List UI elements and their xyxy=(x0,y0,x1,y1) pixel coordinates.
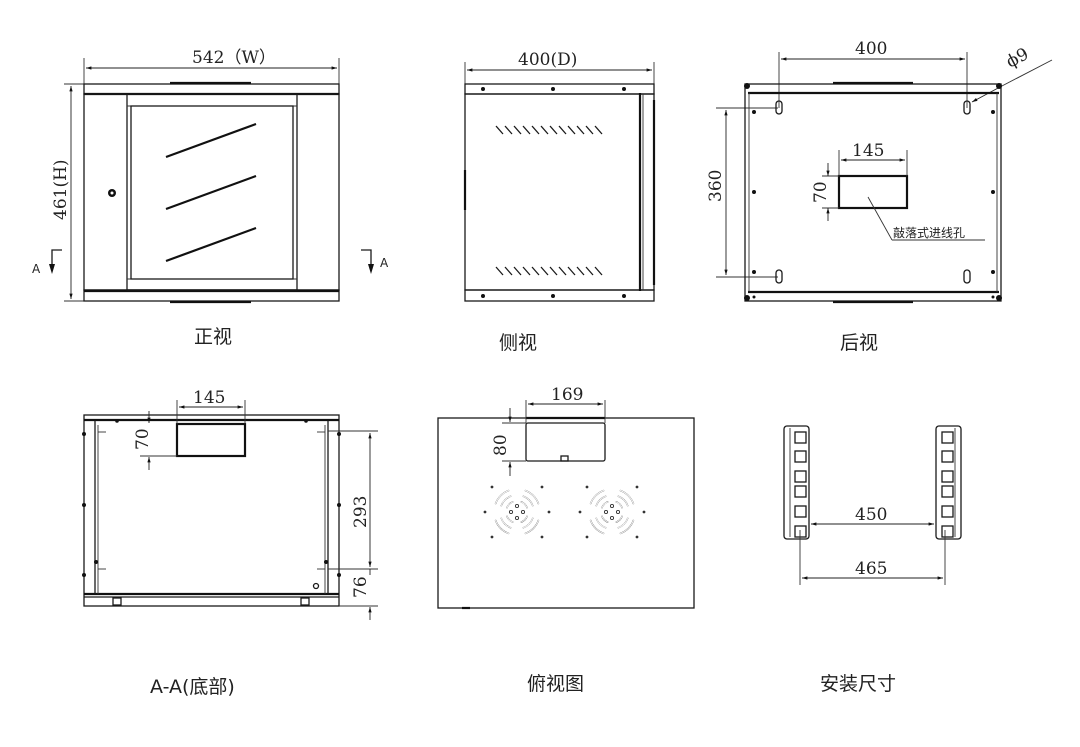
vent-slot xyxy=(531,266,540,276)
glass-panel xyxy=(130,105,294,280)
side-bottom-rail xyxy=(464,289,655,302)
rail-square-hole xyxy=(794,485,807,498)
section-label-left: A xyxy=(32,262,41,276)
bottom-view: 145 70 293 76 xyxy=(82,388,378,620)
vent-slot xyxy=(513,266,522,276)
rail-square-hole xyxy=(941,431,954,444)
rear-knockout-width-label: 145 xyxy=(852,141,884,161)
rail-square-hole xyxy=(941,485,954,498)
rear-view: 400 ϕ9 360 xyxy=(706,39,1053,304)
rear-view-caption: 后视 xyxy=(840,332,878,354)
bottom-depth-label-2: 76 xyxy=(351,576,371,598)
vent-slot xyxy=(567,125,576,135)
vent-slot xyxy=(576,125,585,135)
rear-hole-spacing-label: 400 xyxy=(855,39,887,59)
rail-square-hole xyxy=(794,431,807,444)
vent-slot xyxy=(495,266,504,276)
vent-slot xyxy=(504,125,513,135)
section-arrow-right xyxy=(361,249,372,268)
top-view-caption: 俯视图 xyxy=(527,673,584,695)
side-view: 400(D) xyxy=(463,50,656,302)
bottom-foot-left xyxy=(112,597,122,606)
left-rail xyxy=(783,425,810,540)
rail-square-hole xyxy=(794,450,807,463)
rear-panel xyxy=(744,83,1002,302)
mounting-hole-spacing-label: 465 xyxy=(855,559,887,579)
hole-diameter-label: ϕ9 xyxy=(1003,44,1032,72)
vent-slot xyxy=(513,125,522,135)
vent-slot xyxy=(576,266,585,276)
mounting-caption: 安装尺寸 xyxy=(820,673,896,695)
side-panel xyxy=(464,93,655,291)
rail-square-hole xyxy=(941,505,954,518)
vent-slot xyxy=(540,125,549,135)
vent-slot xyxy=(495,125,504,135)
bottom-frame xyxy=(83,414,340,607)
vent-slot xyxy=(522,125,531,135)
side-view-caption: 侧视 xyxy=(499,332,537,354)
top-opening-width-label: 169 xyxy=(551,385,583,405)
top-view: 169 80 xyxy=(437,385,695,610)
vent-slot xyxy=(522,266,531,276)
side-vents xyxy=(495,125,603,276)
vent-slot xyxy=(531,125,540,135)
rail-square-hole xyxy=(941,470,954,483)
vent-slot xyxy=(585,266,594,276)
front-view: 542（W） 461(H) A A xyxy=(32,48,389,304)
vent-slot xyxy=(594,125,603,135)
bottom-depth-label-1: 293 xyxy=(351,496,371,528)
rear-vertical-spacing-label: 360 xyxy=(706,170,726,202)
right-rail xyxy=(935,425,962,540)
top-opening xyxy=(525,422,606,462)
vent-slot xyxy=(594,266,603,276)
mounting-inner-width-label: 450 xyxy=(855,505,887,525)
vent-slot xyxy=(549,266,558,276)
width-dimension-label: 542（W） xyxy=(192,48,276,68)
bottom-foot-right xyxy=(300,597,310,606)
rail-square-hole xyxy=(794,525,807,538)
rail-square-hole xyxy=(794,505,807,518)
vent-slot xyxy=(567,266,576,276)
fan-grille-icon xyxy=(483,485,551,539)
front-door xyxy=(126,93,298,291)
bottom-knockout xyxy=(175,422,247,458)
bottom-view-caption: A-A(底部) xyxy=(150,676,235,698)
vent-slot xyxy=(504,266,513,276)
vent-slot xyxy=(558,266,567,276)
bottom-knockout-width-label: 145 xyxy=(193,388,225,408)
front-view-caption: 正视 xyxy=(194,326,232,348)
height-dimension-label: 461(H) xyxy=(51,159,71,220)
top-panel xyxy=(437,417,695,609)
mounting-view: 450 465 xyxy=(783,425,962,585)
bottom-knockout-height-label: 70 xyxy=(133,428,153,450)
front-top-rail xyxy=(83,83,340,95)
section-label-right: A xyxy=(380,256,389,270)
vent-slot xyxy=(540,266,549,276)
top-opening-height-label: 80 xyxy=(491,434,511,456)
vent-slot xyxy=(558,125,567,135)
rear-knockout xyxy=(837,174,909,210)
depth-dimension-label: 400(D) xyxy=(518,50,577,70)
fan-grille-icon xyxy=(578,485,646,539)
rail-square-hole xyxy=(941,525,954,538)
vent-slot xyxy=(585,125,594,135)
rail-square-hole xyxy=(941,450,954,463)
keyhole-mounts xyxy=(775,100,971,284)
section-arrow-left xyxy=(51,249,62,268)
rail-square-hole xyxy=(794,470,807,483)
knockout-note: 敲落式进线孔 xyxy=(893,225,965,240)
rear-knockout-height-label: 70 xyxy=(811,181,831,203)
vent-slot xyxy=(549,125,558,135)
